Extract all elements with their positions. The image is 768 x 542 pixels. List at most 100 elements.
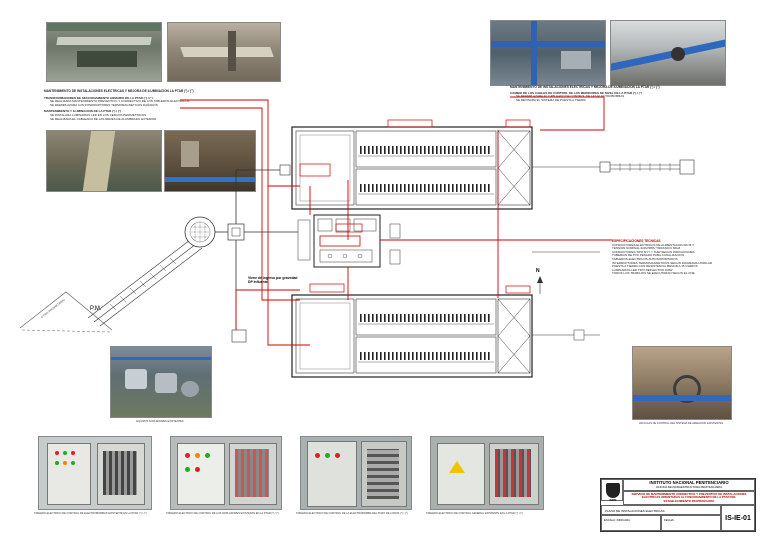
shield-icon <box>606 483 620 498</box>
electrical-callouts <box>299 119 531 294</box>
diffuser-mark <box>376 146 378 154</box>
gravity-label: Viene de ingreso por gravedad DP Influen… <box>248 276 298 284</box>
diffuser-mark <box>440 314 442 322</box>
diffuser-mark <box>364 314 366 322</box>
control-building <box>313 214 381 268</box>
diffuser-mark <box>384 184 386 192</box>
diffuser-mark <box>472 184 474 192</box>
diffuser-mark <box>412 146 414 154</box>
photo-panel-2 <box>170 436 282 510</box>
photo-pipes-right-2 <box>610 20 726 86</box>
diffuser-mark <box>360 146 362 154</box>
lower-module <box>291 294 533 378</box>
diffuser-mark <box>364 146 366 154</box>
diffuser-mark <box>396 352 398 360</box>
photo-panel-1 <box>38 436 152 510</box>
diffuser-mark <box>412 352 414 360</box>
diffuser-mark <box>384 314 386 322</box>
spec-line: TENSION NOMINAL 220V/380V TRIFASICO 60HZ <box>612 246 681 251</box>
sheet-code: IS-IE-01 <box>725 514 751 522</box>
institution-name: INSTITUTO NACIONAL PENITENCIARIO <box>649 480 729 485</box>
diffuser-mark <box>484 146 486 154</box>
upper-module <box>291 126 533 210</box>
plan-title: PLANO DE INSTALACIONES ELECTRICAS <box>605 509 665 513</box>
diffuser-mark <box>372 352 374 360</box>
diffuser-mark <box>396 314 398 322</box>
diffuser-mark <box>480 146 482 154</box>
diffuser-mark <box>380 146 382 154</box>
manhole <box>227 223 245 241</box>
diffuser-mark <box>388 352 390 360</box>
electrical-lines <box>180 96 612 346</box>
caption-blowers: EQUIPOS SOPLADORES EXISTENTES <box>136 420 184 423</box>
diffuser-mark <box>424 184 426 192</box>
diffuser-mark <box>400 352 402 360</box>
spec-line: INTERRUPTORES TERMOMAGNETICOS SEGUN DIAG… <box>612 260 713 265</box>
diffuser-mark <box>460 184 462 192</box>
diffuser-mark <box>428 314 430 322</box>
diffuser-mark <box>476 184 478 192</box>
diffuser-mark <box>440 184 442 192</box>
diffuser-mark <box>444 184 446 192</box>
note-left-line: MANTENIMIENTO Y ILUMINACION DE LA PTAR (… <box>44 109 122 114</box>
diffuser-mark <box>372 146 374 154</box>
diffuser-mark <box>428 352 430 360</box>
photo-panel-3 <box>300 436 412 510</box>
diffuser-mark <box>480 314 482 322</box>
diffuser-mark <box>432 146 434 154</box>
diffuser-mark <box>368 314 370 322</box>
caption-panel-4: TABLERO ELECTRICO DE CONTROL GENERAL EXI… <box>426 512 524 515</box>
diffuser-mark <box>468 352 470 360</box>
note-right-line: SE REEMPLAZARA EL CABLEADO DE CONTROL DE… <box>516 94 625 99</box>
outlet-pipe <box>532 159 695 175</box>
diffuser-mark <box>484 314 486 322</box>
diffuser-mark <box>488 146 490 154</box>
project-cell: SERVICIO DE MANTENIMIENTO CORRECTIVO Y P… <box>623 491 755 505</box>
photo-tank-left-1 <box>46 22 162 82</box>
diffuser-mark <box>440 352 442 360</box>
note-left-line: TRANSFORMADORES DE SECCIONAMIENTO ARMARI… <box>44 95 153 100</box>
diffuser-mark <box>476 314 478 322</box>
notes-right-heading: MANTENIMIENTO DE INSTALACIONES ELECTRICA… <box>510 85 660 89</box>
spec-line: TUBERIAS DE PVC PESADO PARA CANALIZACION <box>612 253 684 258</box>
spec-line: PUESTA A TIERRA CON RESISTENCIA MENOR A … <box>612 264 698 269</box>
note-right-line: CAMBIO DE LOS CABLES DE CONTROL DE LOS M… <box>510 90 642 95</box>
diffuser-mark <box>456 352 458 360</box>
notes-right: MANTENIMIENTO DE INSTALACIONES ELECTRICA… <box>510 85 710 102</box>
photo-pipes-right-1 <box>490 20 606 86</box>
diffuser-mark <box>380 184 382 192</box>
diffuser-mark <box>448 352 450 360</box>
manhole <box>231 329 247 343</box>
diffuser-mark <box>424 314 426 322</box>
title-block: INPE INSTITUTO NACIONAL PENITENCIARIO OF… <box>600 478 756 532</box>
diffuser-mark <box>392 352 394 360</box>
diffuser-mark <box>468 184 470 192</box>
diffuser-mark <box>432 352 434 360</box>
diffuser-mark <box>428 184 430 192</box>
property-boundary <box>19 291 113 331</box>
diffuser-mark <box>376 184 378 192</box>
diffuser-mark <box>404 314 406 322</box>
diffuser-mark <box>448 184 450 192</box>
diffuser-mark <box>408 184 410 192</box>
diffuser-mark <box>460 314 462 322</box>
diffuser-mark <box>420 184 422 192</box>
diffuser-mark <box>456 184 458 192</box>
diffuser-mark <box>476 146 478 154</box>
diffuser-mark <box>364 184 366 192</box>
note-right-line: SE REVISARA EL SISTEMA DE PUESTA A TIERR… <box>516 97 586 102</box>
diffuser-mark <box>368 184 370 192</box>
diffuser-mark <box>484 184 486 192</box>
manhole <box>279 164 291 176</box>
date-cell: FECHA: <box>661 515 721 531</box>
notes-left-heading: MANTENIMIENTO DE INSTALACIONES ELECTRICA… <box>44 89 194 93</box>
plan-title-cell: PLANO DE INSTALACIONES ELECTRICAS <box>601 505 721 515</box>
diffuser-mark <box>476 352 478 360</box>
diffuser-mark <box>452 314 454 322</box>
spec-notes: ESPECIFICACIONES TECNICAS CONDUCTORES EL… <box>612 239 724 276</box>
diffuser-mark <box>392 184 394 192</box>
caption-panel-1: TABLERO ELECTRICO DE CONTROL DE ELECTROB… <box>34 512 147 515</box>
photo-tank-left-2 <box>167 22 281 82</box>
